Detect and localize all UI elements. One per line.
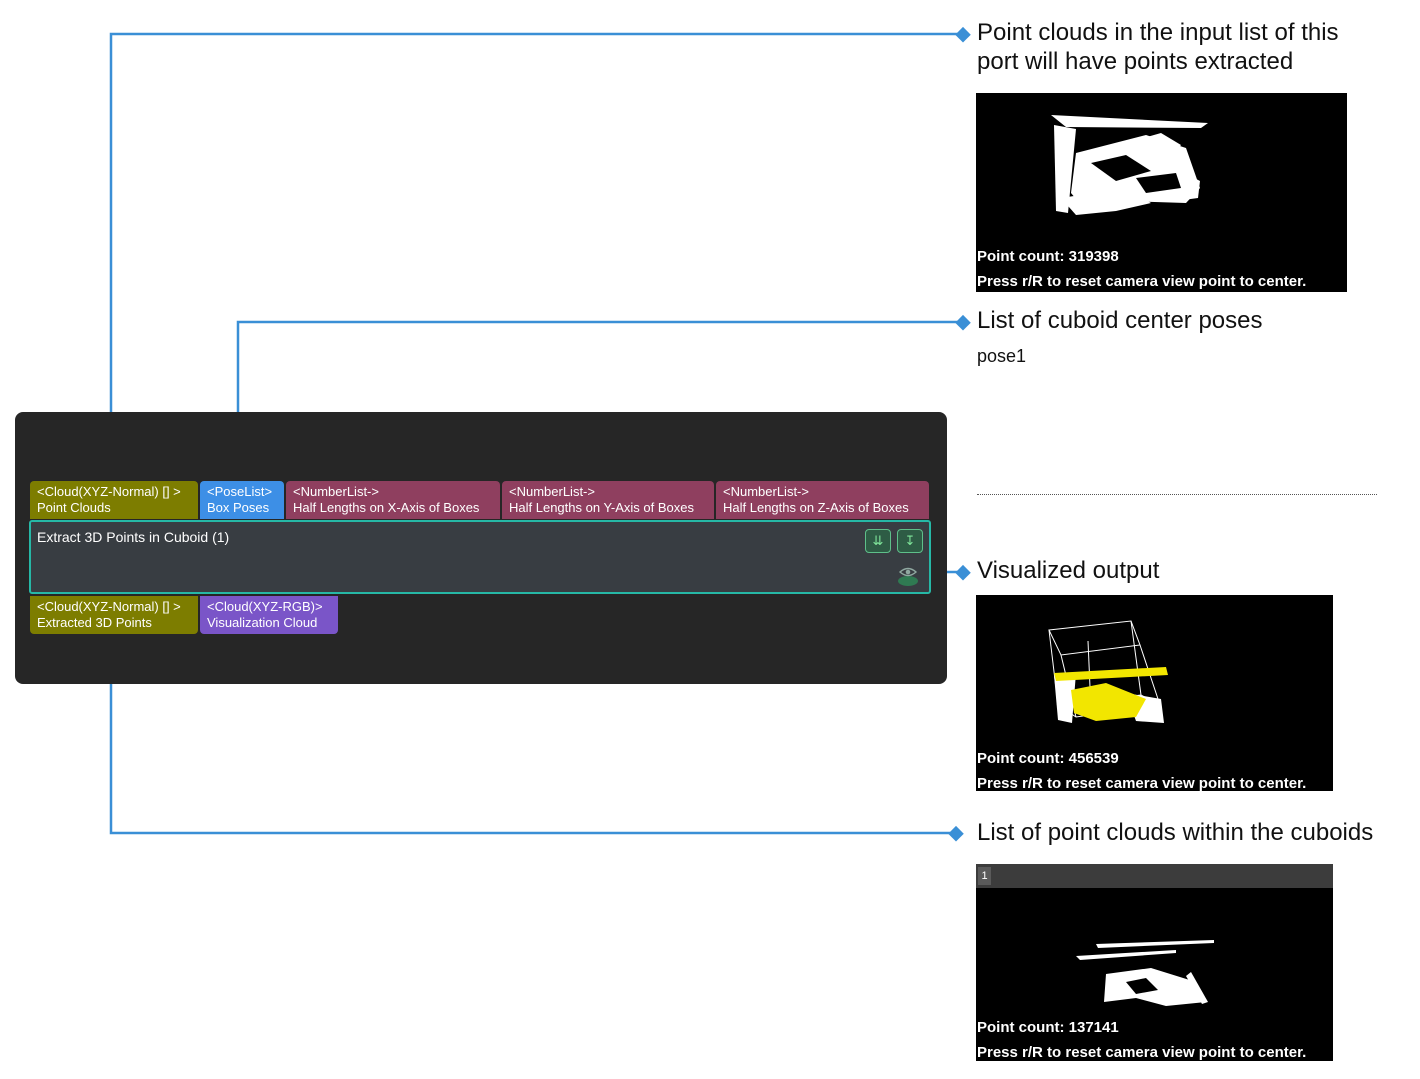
- port-type: <Cloud(XYZ-Normal) [] >: [37, 599, 181, 614]
- point-cloud-render: [1048, 620, 1168, 723]
- anchor-marker: [955, 564, 971, 581]
- expand-button[interactable]: ⇊: [865, 529, 891, 553]
- anchor-marker: [955, 26, 971, 43]
- output-port-visualization-cloud[interactable]: <Cloud(XYZ-RGB)> Visualization Cloud: [200, 596, 338, 634]
- port-name: Half Lengths on X-Axis of Boxes: [293, 500, 480, 515]
- connector-point-clouds: [109, 32, 962, 466]
- port-type: <Cloud(XYZ-Normal) [] >: [37, 484, 181, 499]
- annotation-point-clouds: Point clouds in the input list of this p…: [977, 18, 1339, 76]
- viewer-input-cloud[interactable]: Point count: 319398 Press r/R to reset c…: [976, 93, 1347, 292]
- step-node[interactable]: Extract 3D Points in Cuboid (1) ⇊ ↧: [29, 520, 931, 594]
- point-cloud-render: [1076, 940, 1214, 1006]
- port-type: <NumberList->: [723, 484, 809, 499]
- input-port-half-lengths-y[interactable]: <NumberList-> Half Lengths on Y-Axis of …: [502, 481, 714, 519]
- input-port-box-poses[interactable]: <PoseList> Box Poses: [200, 481, 284, 519]
- output-port-extracted-points[interactable]: <Cloud(XYZ-Normal) [] > Extracted 3D Poi…: [30, 596, 198, 634]
- step-title: Extract 3D Points in Cuboid (1): [37, 529, 230, 545]
- reset-hint: Press r/R to reset camera view point to …: [977, 1044, 1307, 1061]
- annotation-line: port will have points extracted: [977, 48, 1294, 75]
- annotation-extracted: List of point clouds within the cuboids: [977, 819, 1374, 846]
- anchor-marker: [948, 825, 964, 842]
- point-count: Point count: 319398: [977, 248, 1119, 265]
- viewer-tab-bar: 1: [976, 864, 1333, 888]
- connector-extracted: [109, 638, 956, 835]
- viewer-tab[interactable]: 1: [978, 867, 991, 885]
- port-name: Half Lengths on Z-Axis of Boxes: [723, 500, 909, 515]
- port-type: <PoseList>: [207, 484, 273, 499]
- annotation-box-poses: List of cuboid center poses: [977, 307, 1263, 334]
- port-name: Box Poses: [207, 500, 270, 515]
- annotation-line: Point clouds in the input list of this: [977, 19, 1339, 46]
- point-count: Point count: 456539: [977, 750, 1119, 767]
- reset-hint: Press r/R to reset camera view point to …: [977, 775, 1307, 791]
- input-port-point-clouds[interactable]: <Cloud(XYZ-Normal) [] > Point Clouds: [30, 481, 198, 519]
- download-button[interactable]: ↧: [897, 529, 923, 553]
- anchor-marker: [955, 314, 971, 331]
- port-name: Point Clouds: [37, 500, 111, 515]
- reset-hint: Press r/R to reset camera view point to …: [977, 273, 1307, 290]
- port-name: Extracted 3D Points: [37, 615, 152, 630]
- port-type: <NumberList->: [293, 484, 379, 499]
- visualize-eye-icon[interactable]: [895, 564, 921, 588]
- viewer-extracted-points[interactable]: 1 Point count: 137141 Press r/R to reset…: [976, 864, 1333, 1061]
- port-name: Visualization Cloud: [207, 615, 318, 630]
- expand-icon: ⇊: [872, 533, 884, 548]
- port-type: <Cloud(XYZ-RGB)>: [207, 599, 323, 614]
- input-port-half-lengths-z[interactable]: <NumberList-> Half Lengths on Z-Axis of …: [716, 481, 929, 519]
- input-port-half-lengths-x[interactable]: <NumberList-> Half Lengths on X-Axis of …: [286, 481, 500, 519]
- viewer-visualized-output[interactable]: Point count: 456539 Press r/R to reset c…: [976, 595, 1333, 791]
- point-count: Point count: 137141: [977, 1019, 1119, 1036]
- separator-line: [977, 494, 1377, 495]
- annotation-visualized: Visualized output: [977, 557, 1160, 584]
- point-cloud-render: [1051, 115, 1208, 215]
- port-type: <NumberList->: [509, 484, 595, 499]
- port-name: Half Lengths on Y-Axis of Boxes: [509, 500, 695, 515]
- download-icon: ↧: [904, 533, 916, 548]
- annotation-box-poses-value: pose1: [977, 346, 1027, 366]
